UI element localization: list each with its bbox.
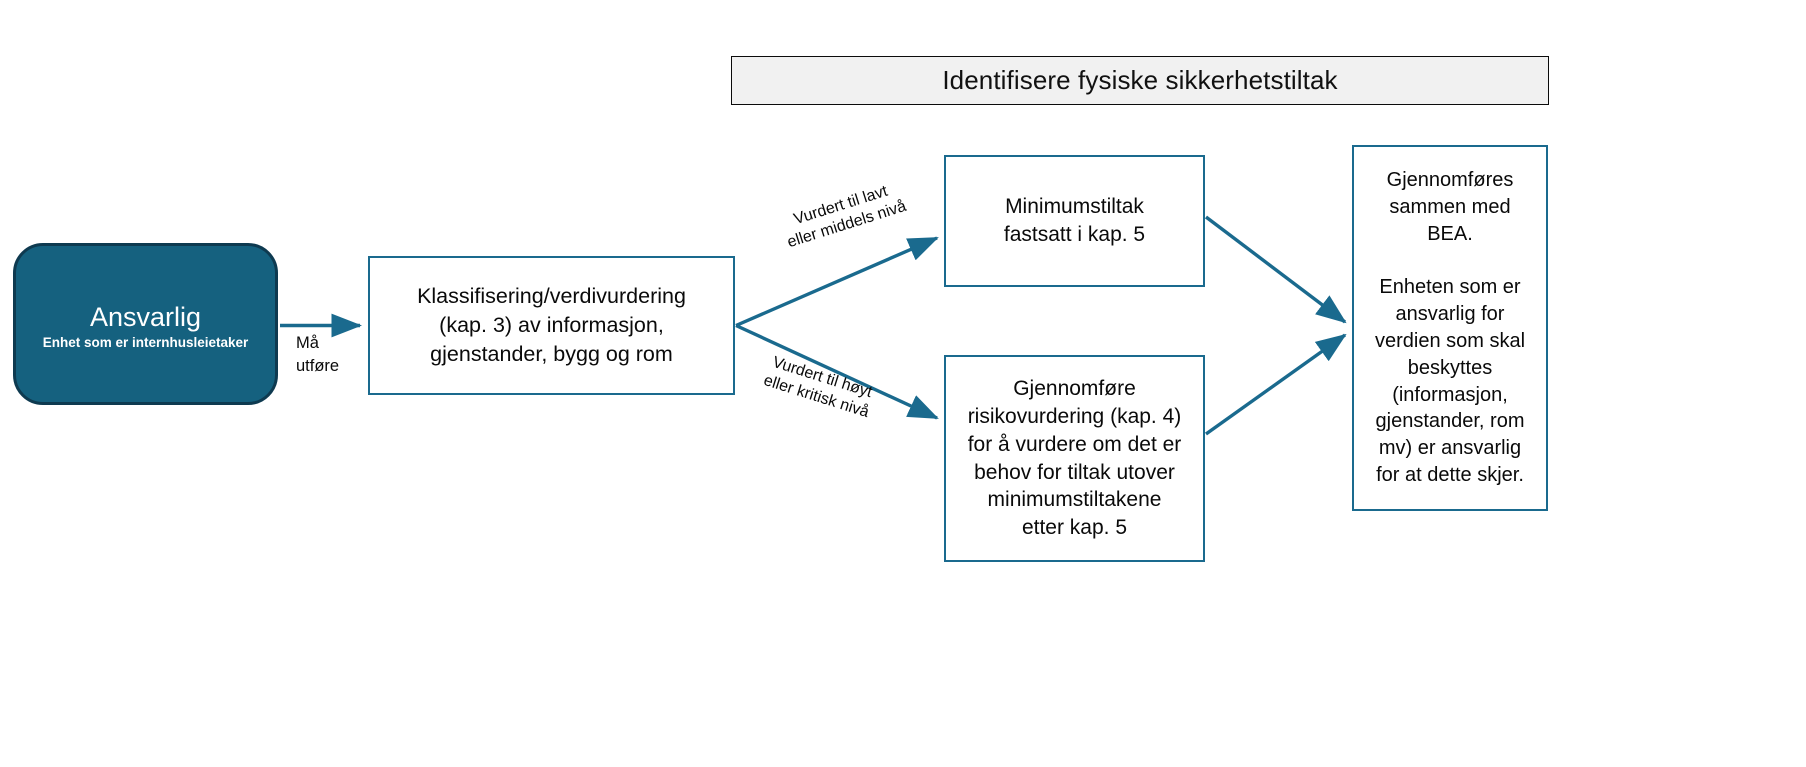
edge-minimum-to-bea [1204, 215, 1347, 324]
edge-label-lavt-middels: Vurdert til lavt eller middels nivå [785, 182, 909, 252]
node-bea[interactable]: Gjennomføres sammen med BEA. Enheten som… [1352, 145, 1548, 511]
node-minimumstiltak-text: Minimumstiltak fastsatt i kap. 5 [1003, 195, 1146, 246]
edge-label-ma-utfore: Må utføre [296, 334, 340, 375]
edge-risk-to-bea [1205, 333, 1347, 436]
header-banner: Identifisere fysiske sikkerhetstiltak [731, 56, 1549, 105]
node-ansvarlig-subtitle: Enhet som er internhusleietaker [42, 335, 249, 351]
page-title: Identifisere fysiske sikkerhetstiltak [942, 65, 1338, 96]
edge-label-hoyt-kritisk: Vurdert til høyt eller kritisk nivå [761, 353, 875, 422]
node-risikovurdering-text: Gjennomføre risikovurdering (kap. 4) for… [967, 377, 1182, 539]
edge-classify-to-minimum [735, 236, 939, 328]
node-klassifisering-text: Klassifisering/verdivurdering (kap. 3) a… [417, 283, 686, 367]
node-risikovurdering[interactable]: Gjennomføre risikovurdering (kap. 4) for… [944, 355, 1205, 562]
node-klassifisering[interactable]: Klassifisering/verdivurdering (kap. 3) a… [368, 256, 735, 395]
node-ansvarlig[interactable]: Ansvarlig Enhet som er internhusleietake… [13, 243, 278, 405]
node-minimumstiltak[interactable]: Minimumstiltak fastsatt i kap. 5 [944, 155, 1205, 287]
node-ansvarlig-title: Ansvarlig [89, 302, 202, 333]
node-bea-text: Gjennomføres sammen med BEA. Enheten som… [1374, 169, 1526, 486]
